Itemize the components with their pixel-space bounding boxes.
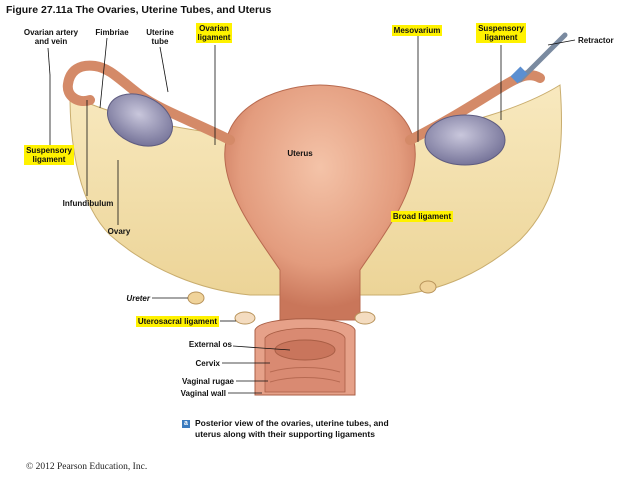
copyright: © 2012 Pearson Education, Inc. [26, 462, 148, 472]
figure-caption: a Posterior view of the ovaries, uterine … [182, 418, 389, 440]
label-suspensory-ligament-right: Suspensory ligament [476, 23, 526, 43]
label-uterus: Uterus [287, 149, 313, 158]
label-ovarian-artery-vein: Ovarian artery and vein [23, 28, 79, 46]
label-uterosacral-ligament: Uterosacral ligament [135, 316, 219, 327]
label-mesovarium: Mesovarium [391, 25, 443, 36]
label-ovarian-ligament: Ovarian ligament [195, 23, 233, 43]
label-uterine-tube: Uterine tube [146, 28, 174, 46]
left-ovary-shape [107, 93, 173, 147]
left-ureter-shape [187, 291, 205, 305]
figure-title: Figure 27.11a The Ovaries, Uterine Tubes… [6, 4, 272, 16]
label-vaginal-wall: Vaginal wall [180, 389, 226, 398]
label-external-os: External os [188, 340, 232, 349]
label-cervix: Cervix [195, 359, 220, 368]
label-suspensory-ligament-left: Suspensory ligament [24, 145, 74, 165]
label-ureter: Ureter [126, 294, 150, 303]
retractor-shape [517, 32, 568, 83]
caption-line-1: Posterior view of the ovaries, uterine t… [195, 418, 389, 428]
external-os-shape [274, 339, 336, 361]
uterus-shape [224, 84, 416, 321]
label-retractor: Retractor [578, 36, 614, 45]
label-infundibulum: Infundibulum [62, 199, 114, 208]
caption-line-2: uterus along with their supporting ligam… [195, 429, 375, 439]
label-broad-ligament: Broad ligament [390, 211, 454, 222]
label-ovary: Ovary [107, 227, 131, 236]
label-vaginal-rugae: Vaginal rugae [181, 377, 234, 386]
right-ovary-shape [424, 114, 506, 166]
label-fimbriae: Fimbriae [95, 28, 129, 37]
left-uterine-tube-shape [62, 60, 235, 145]
caption-badge: a [182, 420, 190, 428]
